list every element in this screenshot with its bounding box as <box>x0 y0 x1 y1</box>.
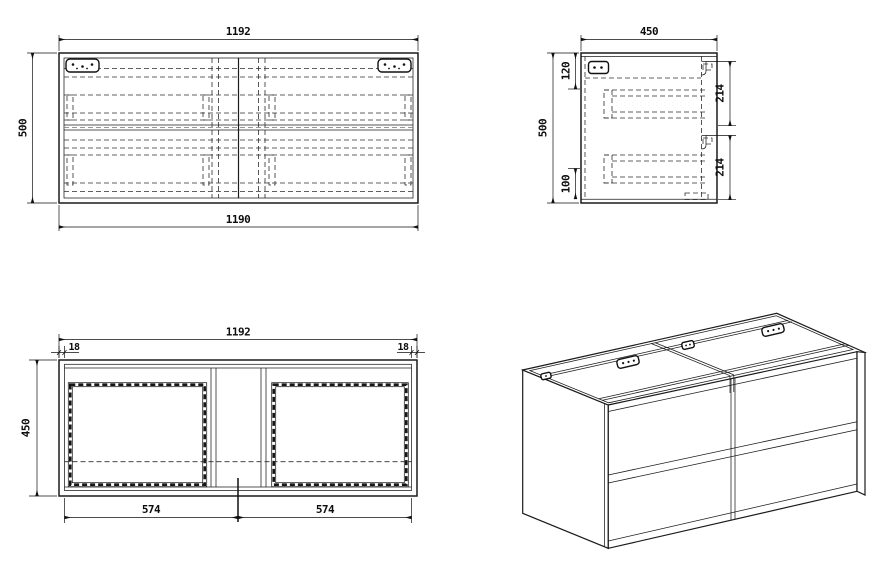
front-dimensions: 1192 1190 500 <box>17 25 419 231</box>
plan-view: 1192 18 18 450 574 574 <box>20 326 425 523</box>
plan-dimensions: 1192 18 18 450 574 574 <box>20 326 425 523</box>
iso-internal-rails <box>541 320 850 401</box>
iso-bracket-center <box>681 339 695 351</box>
front-cabinet-outline <box>58 52 419 204</box>
side-lower-drawer-hidden <box>603 154 708 184</box>
dim-side-drawer-lower: 214 <box>714 157 727 176</box>
dim-side-height: 500 <box>537 119 550 137</box>
wall-bracket-side <box>587 60 610 75</box>
side-drawer-front-notch-upper <box>701 61 707 76</box>
iso-right-edge <box>856 351 866 496</box>
front-view: 1192 1190 500 <box>17 25 419 231</box>
dim-front-width-bottom: 1190 <box>226 213 251 226</box>
plan-center-divider <box>210 368 267 487</box>
iso-drawer-fronts <box>608 357 858 542</box>
dim-side-offset-top: 120 <box>560 62 573 80</box>
plan-cutout-left <box>67 382 208 488</box>
wall-bracket-right <box>377 58 412 73</box>
dim-side-drawer-upper: 214 <box>714 83 727 102</box>
side-cabinet-outline <box>580 52 718 204</box>
dim-plan-bay-left: 574 <box>142 503 161 516</box>
wall-bracket-left <box>65 58 100 73</box>
dim-plan-depth: 450 <box>20 419 33 437</box>
side-drawer-front-notch-lower <box>701 135 707 150</box>
dim-plan-panel-left: 18 <box>68 342 80 353</box>
dim-side-width: 450 <box>640 25 658 38</box>
plan-cutout-right <box>271 382 409 488</box>
plan-cabinet-outline <box>58 359 418 497</box>
dim-side-offset-bottom: 100 <box>560 175 573 193</box>
dim-plan-width-top: 1192 <box>226 326 251 339</box>
dim-plan-bay-right: 574 <box>316 503 335 516</box>
side-upper-drawer-hidden <box>603 89 708 119</box>
iso-bracket-back-left <box>540 371 552 381</box>
iso-bracket-left <box>616 355 640 369</box>
iso-center-divider <box>651 342 735 393</box>
side-view: 450 500 120 100 214 214 <box>537 25 736 204</box>
front-lower-drawer-hidden-lines <box>64 139 413 192</box>
side-dimensions: 450 500 120 100 214 214 <box>537 25 736 204</box>
iso-top-opening <box>528 315 855 404</box>
front-upper-drawer-hidden-lines <box>64 68 413 121</box>
dim-plan-panel-right: 18 <box>397 342 409 353</box>
isometric-view <box>520 312 867 550</box>
iso-bracket-right <box>761 323 785 337</box>
dim-front-width-top: 1192 <box>226 25 251 38</box>
dim-front-height: 500 <box>17 119 30 137</box>
